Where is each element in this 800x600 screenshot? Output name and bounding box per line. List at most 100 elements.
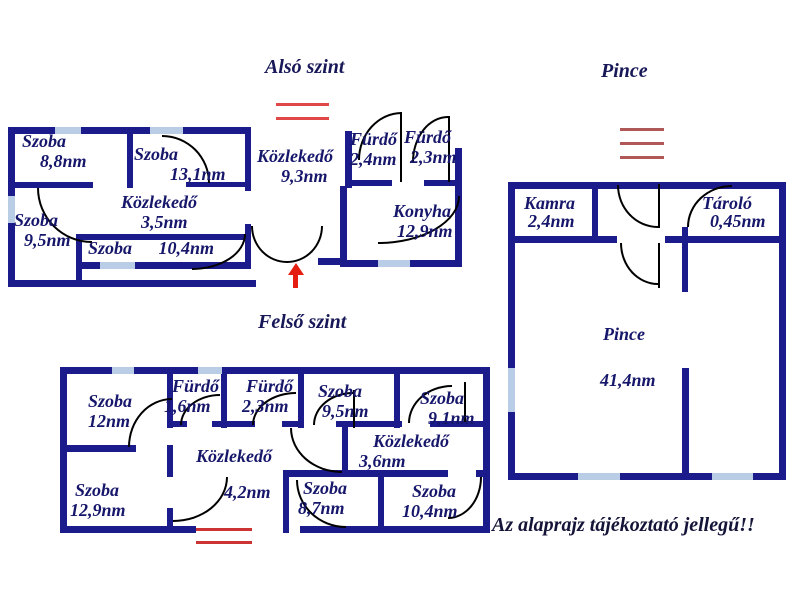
- lower-level-title: Alsó szint: [265, 56, 345, 78]
- room-area: 0,45nm: [710, 211, 766, 231]
- room-label: Közlekedő 3,6nm: [359, 431, 449, 471]
- wall: [167, 445, 173, 477]
- wall: [298, 367, 304, 428]
- room-label: Szoba 12nm: [88, 391, 132, 431]
- door-leaf: [658, 243, 660, 288]
- door-arc: [620, 243, 658, 285]
- room-name: Fürdő: [246, 376, 294, 396]
- room-area: 9,3nm: [281, 166, 328, 187]
- wall: [424, 180, 462, 186]
- stairs-line: [620, 156, 664, 159]
- door-arc: [617, 185, 658, 228]
- room-name: Szoba: [88, 391, 133, 411]
- wall: [394, 367, 400, 428]
- room-name: Fürdő: [404, 127, 452, 147]
- room-area: 12,9nm: [70, 500, 126, 521]
- room-name: Fürdő: [350, 129, 398, 149]
- room-name: Szoba: [318, 381, 363, 401]
- room-area: 8,7nm: [298, 498, 345, 519]
- window-marker: [508, 368, 515, 412]
- room-name: Fürdő: [172, 376, 220, 396]
- room-area: 3,5nm: [141, 212, 188, 233]
- window-marker: [8, 196, 15, 223]
- room-area: 9,5nm: [322, 401, 369, 422]
- wall: [336, 421, 402, 427]
- wall: [430, 421, 490, 427]
- room-name: Közlekedő: [121, 192, 197, 212]
- wall: [245, 127, 251, 191]
- wall: [283, 470, 385, 477]
- room-area: 3,6nm: [359, 451, 406, 472]
- wall: [455, 148, 462, 267]
- room-label: Konyha 12,9nm: [393, 201, 453, 241]
- room-name: Szoba: [420, 388, 465, 408]
- door-leaf: [448, 116, 450, 182]
- room-area: 9,1nm: [428, 408, 475, 429]
- room-name: Közlekedő: [257, 146, 333, 166]
- room-label: Közlekedő 4,2nm: [196, 446, 272, 502]
- room-label: Szoba 8,7nm: [298, 478, 347, 518]
- room-area: 2,4nm: [528, 211, 575, 231]
- wall: [76, 262, 251, 269]
- window-marker: [112, 367, 134, 374]
- stairs-line: [276, 103, 329, 106]
- window-marker: [198, 367, 222, 374]
- room-label: Szoba 9,5nm: [14, 210, 71, 250]
- wall: [60, 367, 490, 374]
- wall: [508, 236, 617, 243]
- room-name: Pince: [603, 324, 645, 344]
- stairs-line: [196, 528, 252, 531]
- room-label: Közlekedő 3,5nm: [121, 192, 197, 232]
- room-label: Szoba 10,4nm: [402, 481, 458, 521]
- wall: [378, 470, 384, 533]
- room-name: Szoba: [75, 480, 120, 500]
- wall: [212, 421, 255, 427]
- wall: [60, 526, 196, 533]
- room-name: Tároló: [702, 193, 753, 213]
- room-label: Közlekedő 9,3nm: [257, 146, 333, 186]
- wall: [682, 227, 688, 292]
- window-marker: [150, 127, 183, 134]
- room-area: 2,4nm: [350, 149, 397, 170]
- wall: [300, 526, 490, 533]
- room-name: Szoba: [412, 481, 457, 501]
- room-name: Szoba: [134, 144, 179, 164]
- window-marker: [712, 473, 753, 480]
- room-label: Szoba 8,8nm: [22, 131, 87, 171]
- wall: [508, 473, 786, 480]
- wall: [592, 182, 598, 243]
- room-label: Fürdő 2,4nm: [350, 129, 397, 169]
- room-name: Szoba: [22, 131, 67, 151]
- door-arc: [290, 428, 342, 473]
- room-area: 4,2nm: [224, 482, 271, 503]
- wall: [245, 224, 251, 269]
- arrow-shaft: [293, 274, 298, 288]
- window-marker: [578, 473, 620, 480]
- room-name: Szoba: [88, 238, 133, 258]
- wall: [167, 367, 173, 428]
- door-leaf: [353, 390, 355, 428]
- wall: [76, 234, 82, 287]
- wall: [345, 131, 352, 188]
- wall: [345, 180, 392, 186]
- window-marker: [55, 127, 81, 134]
- wall: [779, 182, 786, 480]
- room-name: Közlekedő: [373, 431, 449, 451]
- wall: [186, 182, 251, 187]
- wall: [8, 280, 256, 287]
- wall: [483, 367, 490, 533]
- wall: [385, 470, 448, 477]
- room-area: 1,6nm: [164, 396, 211, 417]
- room-label: Szoba 9,1nm: [420, 388, 475, 428]
- room-area: 9,5nm: [24, 230, 71, 251]
- cellar-title: Pince: [601, 60, 648, 82]
- room-area: 41,4nm: [600, 370, 656, 390]
- wall: [508, 182, 515, 480]
- room-area: 2,3nm: [242, 396, 289, 417]
- wall: [76, 234, 251, 240]
- room-label: Szoba 13,1nm: [134, 144, 226, 184]
- room-area: 12,9nm: [397, 221, 453, 242]
- arrow-head: [288, 263, 304, 275]
- wall: [60, 445, 136, 452]
- window-marker: [378, 260, 410, 267]
